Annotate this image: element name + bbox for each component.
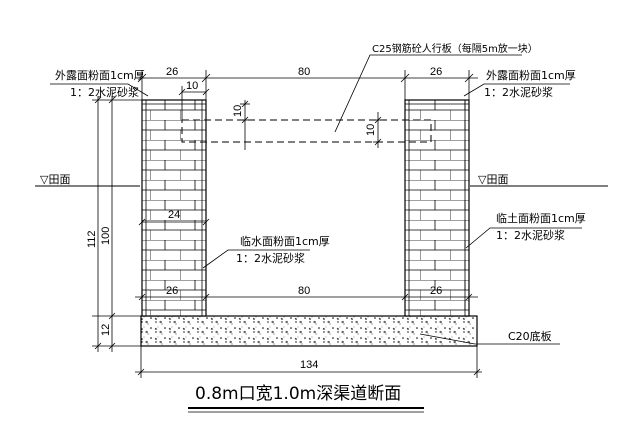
vertical-dimensions — [92, 96, 142, 352]
base-label: C20底板 — [508, 329, 552, 343]
water-finish-line-1: 临水面粉面1cm厚 — [240, 234, 330, 248]
top-dimension — [135, 70, 478, 120]
dim-top-opening: 80 — [298, 66, 310, 78]
right-finish-leader — [463, 83, 570, 97]
base-leader — [419, 333, 560, 345]
dim-top-right-wall: 26 — [430, 66, 442, 78]
base-slab — [140, 315, 478, 347]
left-finish-line-1: 外露面粉面1cm厚 — [55, 69, 145, 82]
soil-finish-line-1: 临土面粉面1cm厚 — [496, 211, 586, 225]
dim-base-thickness: 12 — [100, 324, 112, 336]
inner-wall-dim — [138, 218, 210, 226]
slab-vertical-dims — [240, 100, 383, 150]
dim-total-height: 112 — [86, 230, 98, 248]
dim-total-width: 134 — [300, 359, 318, 371]
soil-finish-leader — [465, 227, 582, 249]
dim-slab-bearing: 10 — [186, 80, 198, 92]
right-finish-line-1: 外露面粉面1cm厚 — [486, 69, 576, 82]
dim-bottom-left-wall: 26 — [166, 285, 178, 297]
left-finish-leader — [50, 83, 149, 97]
total-width-dimension — [135, 346, 482, 378]
drawing-title: 0.8m口宽1.0m深渠道断面 — [195, 384, 401, 404]
water-finish-leader — [202, 249, 310, 269]
cover-slab-dashed — [181, 119, 432, 143]
right-finish-line-2: 1：2水泥砂浆 — [484, 85, 553, 99]
ground-label-left: ▽田面 — [40, 173, 70, 186]
water-finish-line-2: 1：2水泥砂浆 — [236, 251, 305, 265]
dim-slab-vertical-left: 10 — [232, 105, 244, 117]
slab-leader — [334, 54, 522, 133]
right-wall — [404, 99, 470, 317]
dim-slab-vertical-right: 10 — [365, 124, 377, 136]
dim-wall-inner: 24 — [168, 209, 180, 221]
soil-finish-line-2: 1：2水泥砂浆 — [496, 228, 565, 242]
bottom-dimension — [135, 290, 478, 316]
left-wall — [141, 99, 207, 317]
left-finish-line-2: 1：2水泥砂浆 — [70, 85, 139, 99]
dim-wall-height: 100 — [100, 227, 112, 245]
dim-top-left-wall: 26 — [166, 66, 178, 78]
dim-bottom-right-wall: 26 — [430, 285, 442, 297]
slab-note: C25钢筋砼人行板（每隔5m放一块） — [372, 42, 538, 55]
ground-label-right: ▽田面 — [478, 173, 508, 186]
dim-bottom-opening: 80 — [298, 285, 310, 297]
